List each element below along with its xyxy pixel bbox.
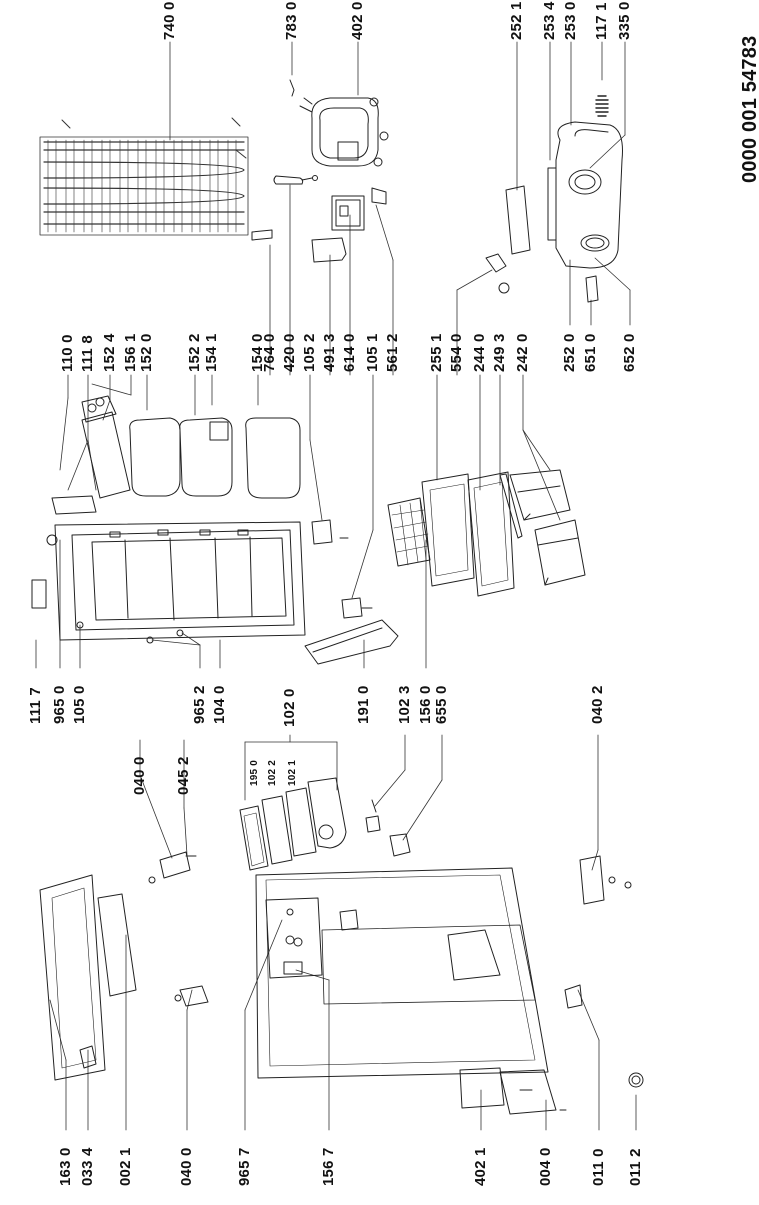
part-label: 111 7	[27, 687, 44, 724]
part-label: 242 0	[514, 333, 531, 372]
document-number: 0000 001 54783	[739, 35, 759, 183]
door-assembly	[31, 519, 399, 665]
part-label: 156 7	[320, 1147, 337, 1186]
part-label: 965 7	[236, 1147, 253, 1186]
part-label: 152 2	[186, 333, 203, 372]
cabinet	[255, 867, 567, 1115]
part-label: 255 1	[428, 333, 445, 372]
part-label: 102 3	[396, 685, 413, 724]
compressor	[251, 79, 389, 263]
condenser-coil	[39, 117, 249, 236]
part-label: 965 2	[191, 685, 208, 724]
part-label: 965 0	[51, 685, 68, 724]
part-label: 402 0	[349, 1, 366, 40]
part-label: 195 0	[249, 759, 260, 786]
freezer-shelves	[387, 469, 586, 597]
part-label: 764 0	[261, 333, 278, 372]
part-label: 655 0	[433, 685, 450, 724]
part-label: 252 1	[508, 1, 525, 40]
part-label: 156 0	[417, 685, 434, 724]
left-parts	[39, 851, 644, 1088]
part-label: 402 1	[472, 1147, 489, 1186]
part-label: 651 0	[582, 333, 599, 372]
part-label: 614 0	[341, 333, 358, 372]
part-label: 561 2	[384, 333, 401, 372]
part-label: 040 0	[131, 756, 148, 795]
part-label: 111 8	[79, 335, 96, 372]
part-label: 011 2	[627, 1148, 644, 1186]
part-label: 253 0	[562, 1, 579, 40]
part-label: 163 0	[57, 1147, 74, 1186]
part-label: 040 0	[178, 1147, 195, 1186]
part-label: 249 3	[491, 333, 508, 372]
door-shelves	[51, 395, 301, 515]
freezer-drawers	[239, 777, 411, 871]
part-label: 156 1	[122, 333, 139, 372]
part-label: 253 4	[541, 1, 558, 40]
part-label: 152 4	[101, 333, 118, 372]
part-label: 104 0	[211, 685, 228, 724]
part-label: 002 1	[117, 1147, 134, 1186]
part-label: 335 0	[616, 1, 633, 40]
part-label: 045 2	[175, 756, 192, 795]
part-label: 011 0	[590, 1148, 607, 1186]
part-label: 117 1	[593, 2, 610, 40]
part-label: 102 2	[267, 759, 278, 786]
part-label: 105 1	[364, 333, 381, 372]
part-label: 783 0	[283, 1, 300, 40]
part-label: 652 0	[621, 333, 638, 372]
part-label: 102 0	[281, 688, 298, 727]
part-label: 040 2	[589, 685, 606, 724]
part-label: 491 3	[321, 333, 338, 372]
part-label: 152 0	[138, 333, 155, 372]
part-label: 244 0	[471, 333, 488, 372]
part-label: 554 0	[448, 333, 465, 372]
part-label: 110 0	[59, 334, 76, 372]
evaporator-fan-unit	[485, 95, 623, 303]
part-label: 420 0	[281, 333, 298, 372]
part-label: 033 4	[79, 1147, 96, 1186]
part-label: 191 0	[355, 685, 372, 724]
part-label: 102 1	[287, 759, 298, 786]
part-label: 004 0	[537, 1147, 554, 1186]
part-label: 105 0	[71, 685, 88, 724]
part-label: 740 0	[161, 1, 178, 40]
part-label: 252 0	[561, 333, 578, 372]
part-label: 105 2	[301, 333, 318, 372]
part-label: 154 1	[203, 333, 220, 372]
